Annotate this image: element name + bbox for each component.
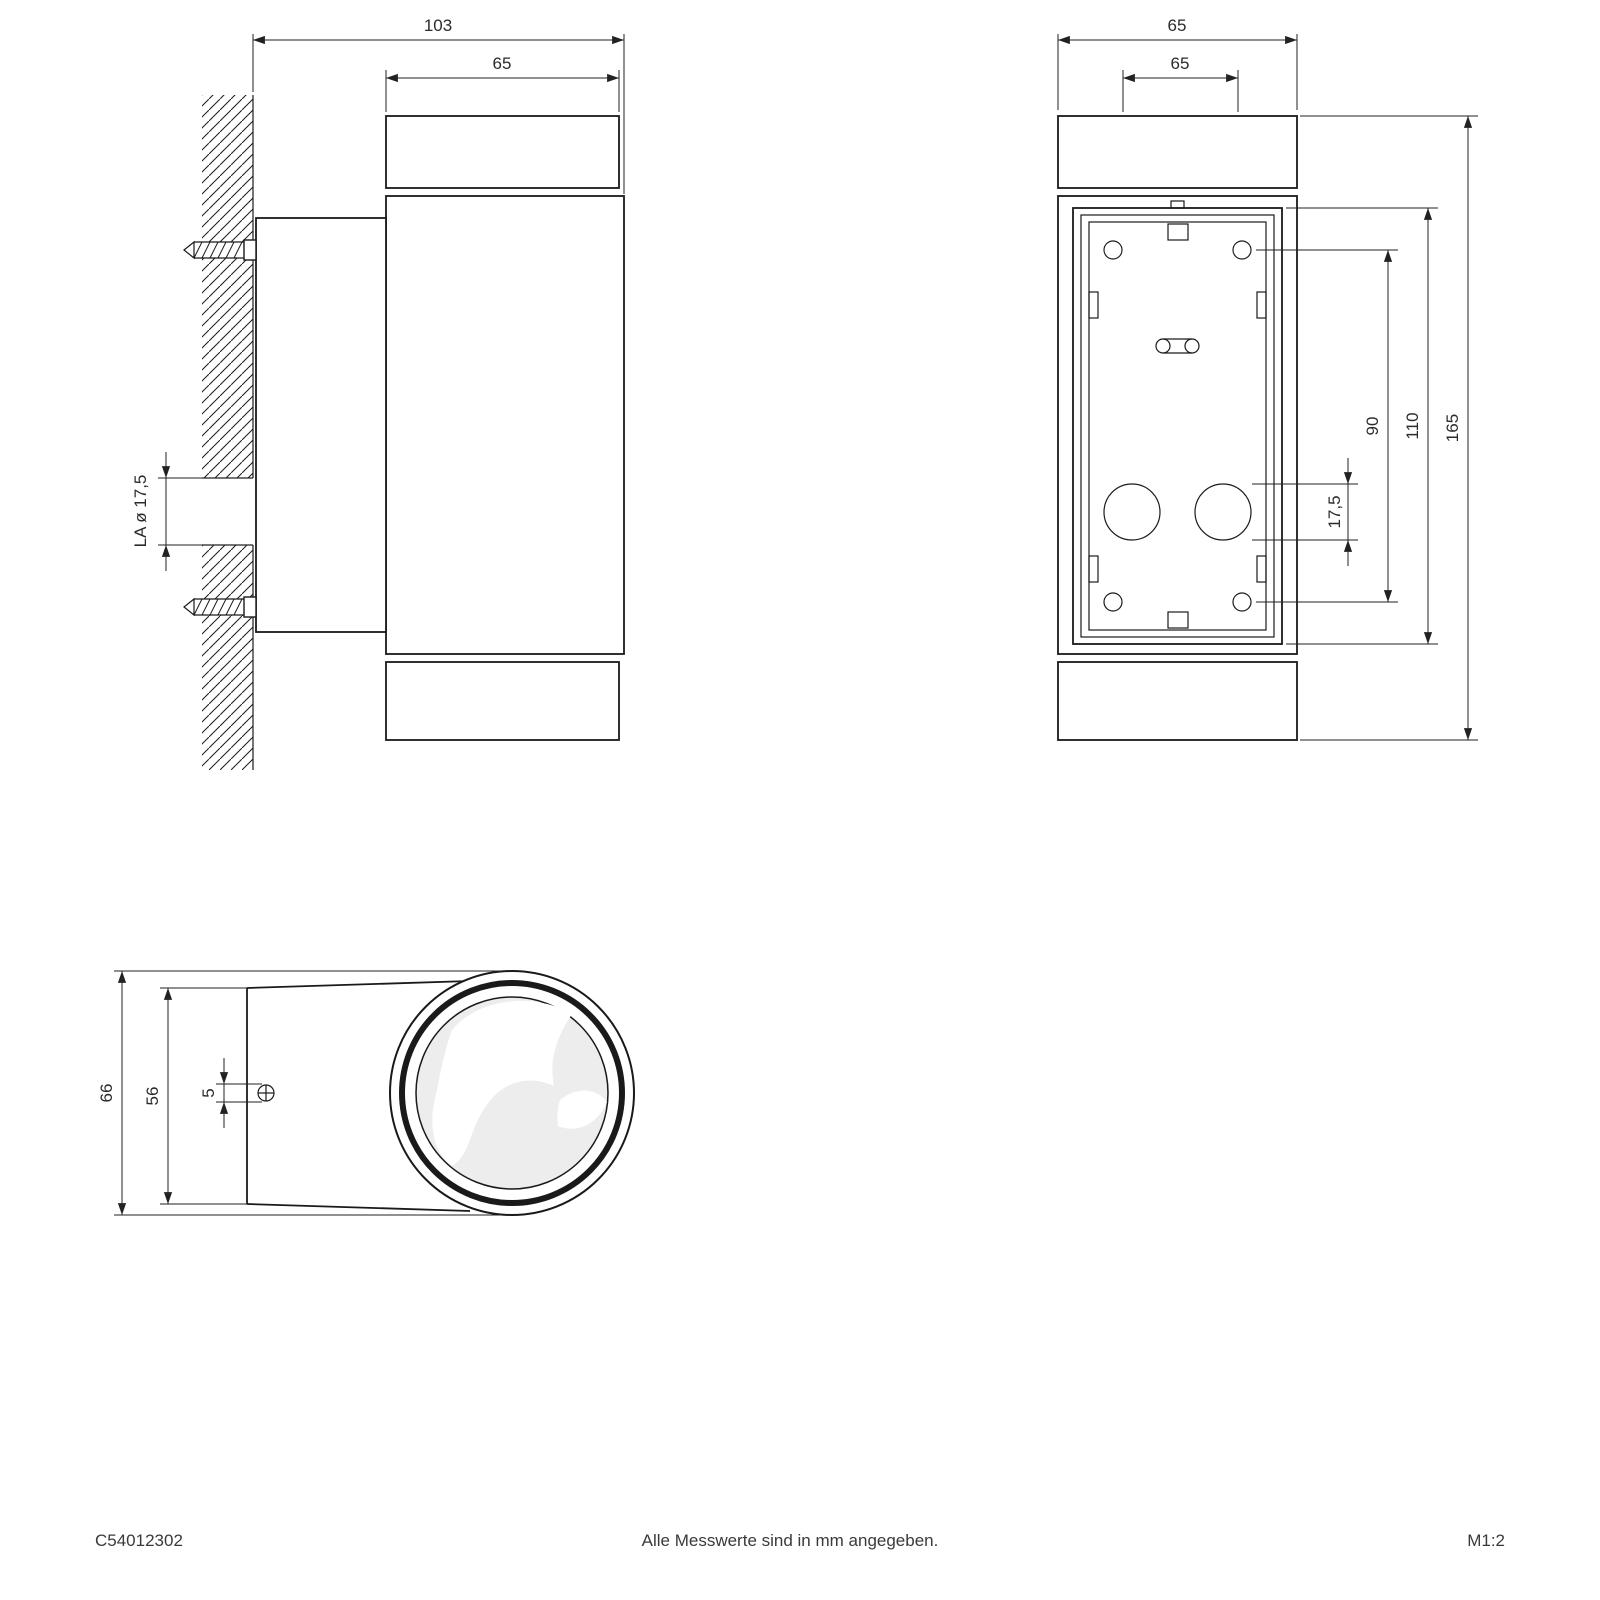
top-notch [1170, 200, 1185, 209]
tab [1167, 611, 1189, 629]
cable-hole [1194, 483, 1252, 541]
dim-wall-plate-width: 56 [143, 1087, 162, 1106]
tab [1088, 291, 1099, 319]
tab [1256, 291, 1267, 319]
dim-total-depth: 103 [424, 16, 452, 35]
mounting-plate [1072, 200, 1283, 645]
screw-hole [1232, 592, 1252, 612]
drawing-scale: M1:2 [1467, 1531, 1505, 1550]
front-view-dimensions: 65 65 17,5 90 110 [1057, 16, 1478, 741]
dim-head-diameter: 66 [97, 1084, 116, 1103]
tab [1167, 223, 1189, 241]
lamp-body-side [385, 115, 625, 741]
dim-body-width: 65 [1168, 16, 1187, 35]
dim-cable-hole-diameter: 17,5 [1325, 495, 1344, 528]
front-view: 65 65 17,5 90 110 [1057, 16, 1478, 741]
screw-hole [1103, 592, 1123, 612]
measurement-note: Alle Messwerte sind in mm angegeben. [642, 1531, 939, 1550]
dim-top-width: 65 [1171, 54, 1190, 73]
lamp-body-front [1057, 115, 1298, 741]
tab [1256, 555, 1267, 583]
lens-highlight [432, 1000, 572, 1166]
keyhole-slot [1155, 338, 1200, 354]
dim-screw-hole-spacing: 90 [1363, 417, 1382, 436]
wall-section [202, 95, 254, 770]
footer: C54012302 Alle Messwerte sind in mm ange… [95, 1531, 1505, 1550]
top-view: 66 56 5 [97, 970, 635, 1216]
dim-mounting-plate-height: 110 [1403, 412, 1422, 439]
dim-total-height: 165 [1443, 414, 1462, 442]
wall-bracket-side [255, 217, 387, 633]
dim-body-diameter: 65 [493, 54, 512, 73]
mounting-screw-top [183, 239, 257, 261]
lens-highlight-small [557, 1090, 607, 1129]
lens [389, 970, 635, 1216]
screw-hole [1232, 240, 1252, 260]
top-view-dimensions: 66 56 5 [97, 970, 500, 1216]
dim-cable-outlet: LA ø 17,5 [131, 475, 150, 548]
head-taper [246, 980, 471, 1212]
cable-hole [1103, 483, 1161, 541]
tab [1088, 555, 1099, 583]
screw-hole [1103, 240, 1123, 260]
fixing-screw-head [257, 1084, 275, 1102]
side-view: 103 65 LA ø 17,5 [131, 16, 625, 770]
side-view-dimensions: 103 65 LA ø 17,5 [131, 16, 625, 571]
mounting-screw-bottom [183, 596, 257, 618]
dim-screw-offset: 5 [199, 1088, 218, 1097]
article-number: C54012302 [95, 1531, 183, 1550]
